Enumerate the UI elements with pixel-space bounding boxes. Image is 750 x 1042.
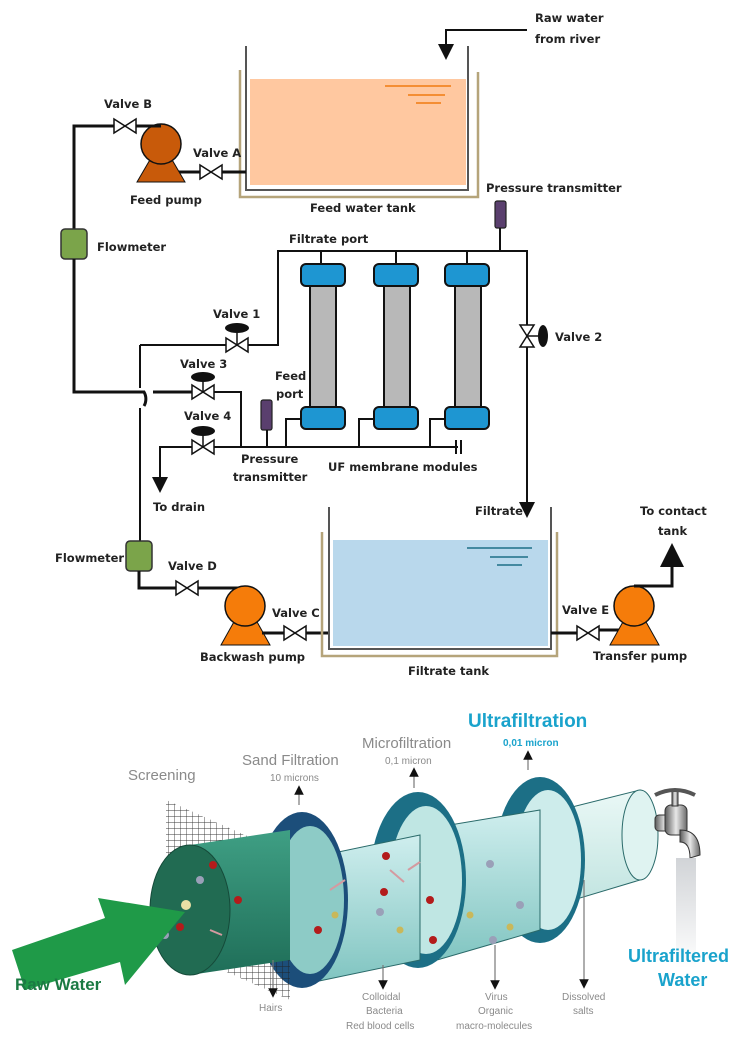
valve-b[interactable] [113,117,137,135]
ultrafiltered-label-2: Water [658,970,707,990]
stage-label-sand: Sand Filtration [242,752,339,769]
pipe-to-drain [152,446,192,493]
flowmeter-bottom [125,540,153,572]
removed-dissolved: Dissolved [562,992,605,1003]
feed-port-label-2: port [276,387,304,401]
to-contact-label-2: tank [658,524,687,538]
valve-1-label: Valve 1 [213,307,260,321]
pipe-flowmeter-to-valve-d [137,571,176,590]
filtrate-label: Filtrate [475,504,523,518]
valve-a-label: Valve A [193,146,241,160]
feed-water-tank-label: Feed water tank [310,201,416,215]
valve-a[interactable] [199,163,223,181]
valve-e-label: Valve E [562,603,609,617]
particles [161,852,524,944]
removed-salts: salts [573,1006,594,1017]
feed-water-level [250,79,466,185]
flowmeter-top-label: Flowmeter [97,240,166,254]
flowmeter-bottom-label: Flowmeter [55,551,124,565]
valve-1[interactable] [225,323,249,354]
uf-module-1[interactable] [300,251,346,430]
pipe-feed-port-2 [358,418,374,447]
pressure-transmitter-bottom-label-2: transmitter [233,470,308,484]
removed-hairs: Hairs [259,1003,282,1014]
stage-size-ultra: 0,01 micron [503,738,559,749]
pressure-transmitter-top [494,200,507,229]
stage-label-ultra: Ultrafiltration [468,711,587,732]
pressure-transmitter-bottom-label-1: Pressure [241,452,298,466]
valve-3-label: Valve 3 [180,357,227,371]
filtrate-tank [320,507,559,658]
feed-port-label-1: Feed [275,369,306,383]
raw-water-label-1: Raw water [535,11,604,25]
filtrate-water-level [333,540,548,646]
ultrafiltered-label-1: Ultrafiltered [628,946,729,966]
valve-2[interactable] [518,324,548,348]
transfer-pump[interactable] [609,585,660,646]
valve-2-label: Valve 2 [555,330,602,344]
filtrate-port-label: Filtrate port [289,232,369,246]
removed-macro-molecules: macro-molecules [456,1021,532,1032]
feed-pump[interactable] [136,123,186,183]
pipe-valve-3-to-header [214,391,242,447]
stage-label-micro: Microfiltration [362,735,451,752]
pipe-flowmeter-to-crossover [72,259,140,394]
raw-water-label: Raw Water [15,975,102,994]
valve-4[interactable] [191,426,215,456]
uf-module-2[interactable] [373,251,419,430]
pressure-transmitter-bottom [260,399,273,431]
pipe-feed-port-1 [285,418,301,447]
flowmeter-top [60,228,88,260]
valve-c-label: Valve C [272,606,320,620]
removed-red-blood-cells: Red blood cells [346,1021,414,1032]
valve-3[interactable] [191,372,215,401]
pressure-transmitter-top-label: Pressure transmitter [486,181,622,195]
removed-bacteria: Bacteria [366,1006,403,1017]
pipe-to-valve-2 [498,250,528,325]
valve-c[interactable] [283,624,307,642]
feed-water-tank [238,46,480,199]
water-stream [676,858,696,968]
stage-size-sand: 10 microns [270,773,319,784]
uf-modules-label: UF membrane modules [328,460,478,474]
pipe-feed-port-3 [429,418,445,447]
pipe-crossover [140,390,148,407]
backwash-pump-label: Backwash pump [200,650,305,664]
valve-4-label: Valve 4 [184,409,231,423]
filtration-illustration: Screening Sand Filtration 10 microns Mic… [12,711,729,1032]
raw-water-inlet-pipe [438,29,527,60]
raw-water-label-2: from river [535,32,600,46]
to-drain-label: To drain [153,500,205,514]
pipe-valve-b-down [72,124,114,230]
backwash-pump[interactable] [220,585,271,646]
removed-virus: Virus [485,992,508,1003]
stage-size-micro: 0,1 micron [385,756,432,767]
pipe-to-contact-tank [634,543,684,588]
removed-organic: Organic [478,1006,513,1017]
valve-e[interactable] [576,624,600,642]
valve-b-label: Valve B [104,97,152,111]
stage-label-screening: Screening [128,767,196,784]
to-contact-label-1: To contact [640,504,707,518]
raw-water-arrow [12,898,185,990]
valve-d[interactable] [175,579,199,597]
pipe-filtrate-header [248,250,498,346]
transfer-pump-label: Transfer pump [593,649,687,663]
valve-d-label: Valve D [168,559,217,573]
removed-colloidal: Colloidal [362,992,400,1003]
uf-module-3[interactable] [444,251,490,430]
feed-pump-label: Feed pump [130,193,202,207]
tap-icon [654,788,701,968]
filtrate-tank-label: Filtrate tank [408,664,489,678]
